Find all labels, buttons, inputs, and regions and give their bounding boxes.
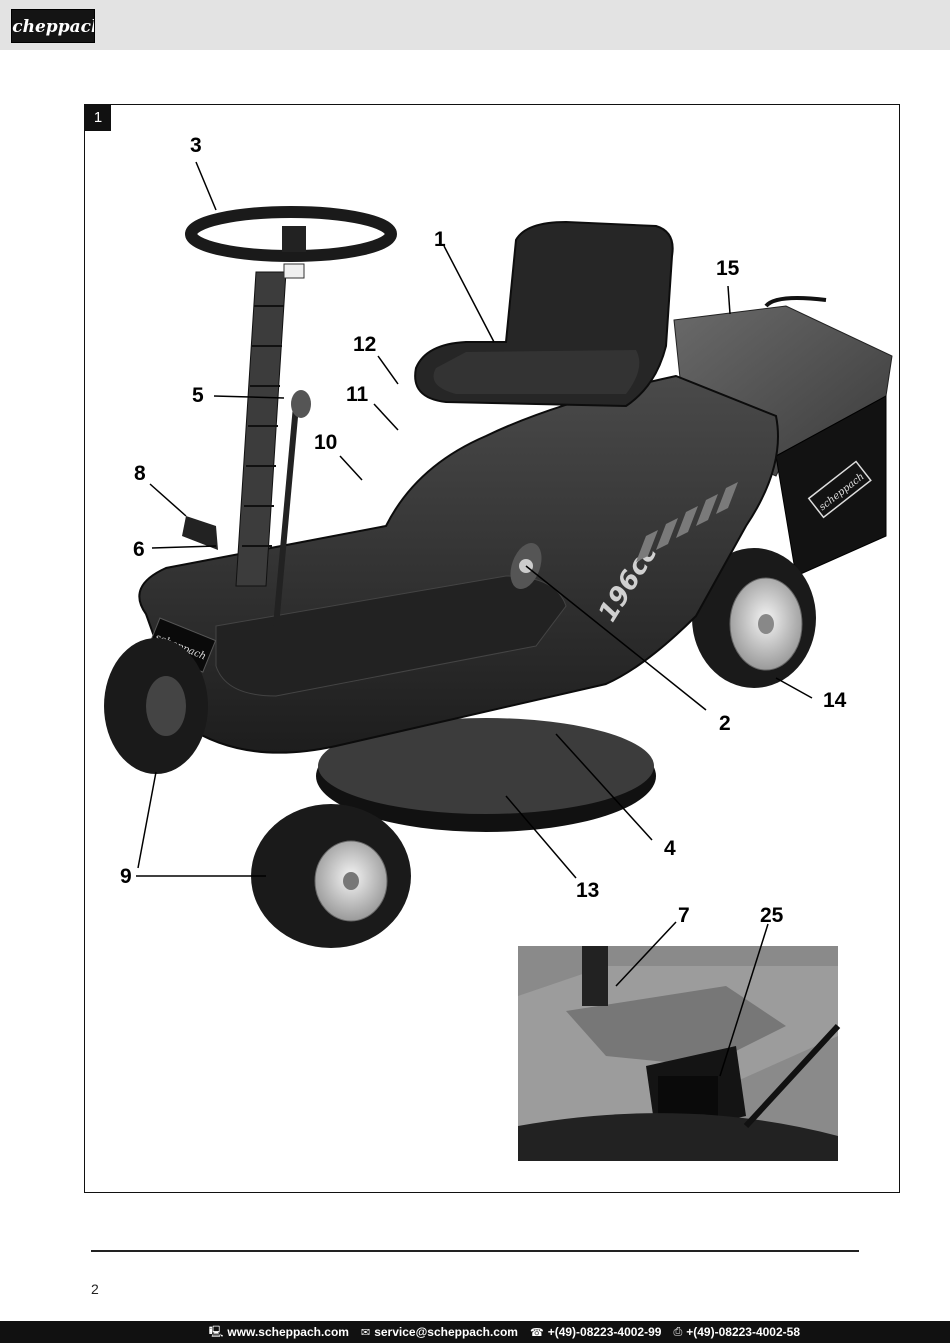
contact-fax[interactable]: ⎙ +(49)-08223-4002-58 [673, 1325, 800, 1339]
fax-icon: ⎙ [673, 1325, 683, 1338]
callout-4: 4 [664, 837, 676, 860]
callout-2: 2 [719, 712, 731, 735]
callout-1: 1 [434, 228, 446, 251]
mower-deck [316, 718, 656, 832]
mower-illustration: scheppach scheppach 196cc [104, 161, 893, 1161]
contact-email[interactable]: ✉ service@scheppach.com [361, 1325, 518, 1339]
callout-8: 8 [134, 462, 146, 485]
front-wheel-left [104, 638, 208, 774]
steering [182, 206, 397, 627]
figure-number: 1 [85, 105, 111, 131]
callout-10: 10 [314, 431, 338, 454]
seat [414, 220, 674, 408]
figure-frame [84, 104, 900, 1193]
callout-9: 9 [120, 865, 132, 888]
contact-fax-text: +(49)-08223-4002-58 [686, 1325, 800, 1339]
callout-5: 5 [192, 384, 204, 407]
contact-bar: 🖳 www.scheppach.com ✉ service@scheppach.… [0, 1321, 950, 1343]
phone-icon: ☎ [529, 1326, 544, 1339]
brand-logo-graphic: scheppach [12, 17, 94, 37]
callout-25: 25 [760, 904, 784, 927]
callout-12: 12 [353, 333, 377, 356]
brand-logo: scheppach [11, 9, 95, 43]
contact-website[interactable]: 🖳 www.scheppach.com [209, 1323, 349, 1342]
header-bar [0, 0, 950, 50]
contact-phone-text: +(49)-08223-4002-99 [547, 1325, 662, 1339]
contact-website-text: www.scheppach.com [227, 1325, 349, 1339]
mail-icon: ✉ [360, 1326, 371, 1339]
page-number: 2 [91, 1281, 99, 1297]
rear-wheel [692, 548, 816, 688]
footer-rule [91, 1250, 859, 1252]
front-wheel-right [251, 804, 411, 948]
callout-lines [136, 161, 813, 1077]
callout-3: 3 [190, 134, 202, 157]
callout-15: 15 [716, 257, 740, 280]
callout-7: 7 [678, 904, 690, 927]
contact-email-text: service@scheppach.com [374, 1325, 518, 1339]
callout-13: 13 [576, 879, 600, 902]
inset-detail-photo [518, 946, 841, 1161]
computer-icon: 🖳 [208, 1325, 224, 1338]
callout-6: 6 [133, 538, 145, 561]
callout-14: 14 [823, 689, 847, 712]
contact-phone[interactable]: ☎ +(49)-08223-4002-99 [530, 1325, 661, 1339]
mower-body: scheppach 196cc [138, 374, 779, 754]
callout-11: 11 [346, 383, 369, 406]
brand-logo-text: scheppach [12, 17, 94, 37]
